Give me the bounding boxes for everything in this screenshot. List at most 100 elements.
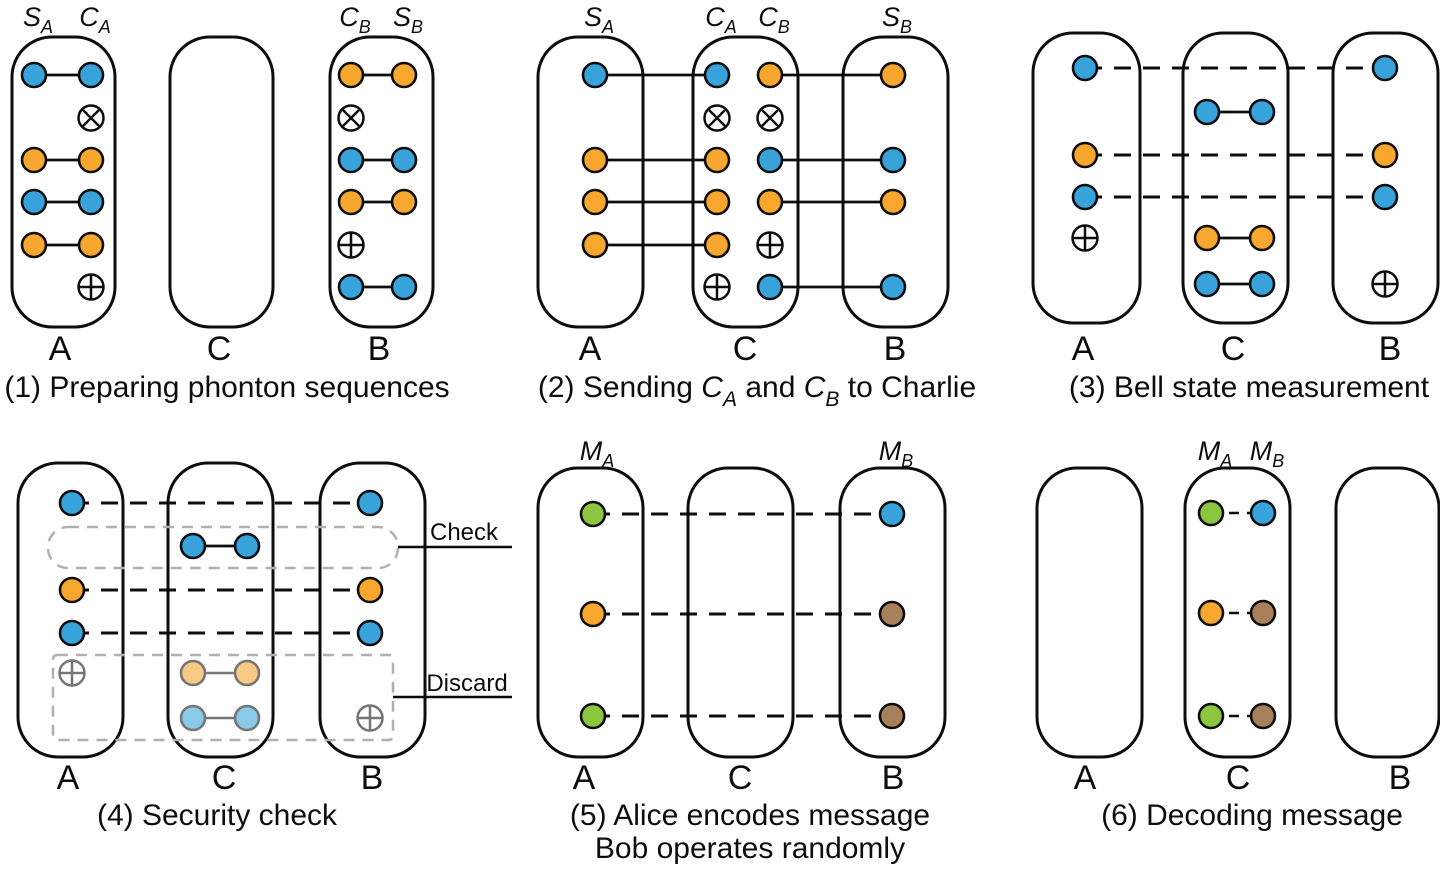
photon-circle (77, 231, 105, 259)
box-label: C (1226, 759, 1251, 797)
photon-circle (77, 61, 105, 89)
box-label: C (207, 330, 232, 368)
photon-circle (77, 146, 105, 174)
box-label: A (1074, 759, 1097, 797)
otimes-icon-diag2 (342, 109, 360, 127)
photon-circle (1071, 54, 1099, 82)
panel-caption: (4) Security check (97, 799, 338, 832)
photon-circle (878, 702, 906, 730)
box-label: B (1389, 759, 1412, 797)
photon-circle (179, 532, 207, 560)
photon-circle (579, 702, 607, 730)
photon-circle (20, 146, 48, 174)
photon-circle (1197, 702, 1225, 730)
photon-circle (356, 619, 384, 647)
box-label: C (728, 759, 753, 797)
box-outline-A (1035, 466, 1144, 759)
box-label: B (884, 330, 907, 368)
photon-circle (703, 61, 731, 89)
column-label: CA (79, 2, 111, 37)
box-outline-A (536, 35, 645, 329)
photon-circle (179, 659, 207, 687)
panel-3: A C B(3) Bell state measurement (1031, 31, 1440, 404)
photon-circle (1249, 599, 1277, 627)
box-outline-C (168, 35, 275, 329)
check-label: Check (430, 519, 499, 546)
column-label: MA (1198, 436, 1233, 471)
column-label: CA (705, 2, 737, 37)
box-label: A (1072, 330, 1095, 368)
panel-caption: (5) Alice encodes message (570, 799, 930, 832)
check-region-outline (46, 525, 400, 570)
photon-circle (1371, 183, 1399, 211)
box-outline-B (1331, 31, 1440, 325)
box-outline-B (318, 461, 427, 759)
photon-circle (58, 489, 86, 517)
discard-label: Discard (426, 670, 507, 697)
column-label: SA (584, 2, 614, 37)
photon-circle (233, 532, 261, 560)
column-label: CB (339, 2, 371, 37)
photon-circle (581, 188, 609, 216)
photon-circle (579, 600, 607, 628)
photon-circle (756, 188, 784, 216)
box-label: B (361, 759, 384, 797)
photon-circle (1193, 270, 1221, 298)
photon-circle (179, 704, 207, 732)
photon-circle (1248, 270, 1276, 298)
photon-circle (581, 146, 609, 174)
box-label: B (1379, 330, 1402, 368)
photon-circle (1249, 499, 1277, 527)
column-label: MA (580, 436, 615, 471)
photon-circle (879, 188, 907, 216)
photon-circle (1248, 224, 1276, 252)
photon-circle (1193, 224, 1221, 252)
photon-circle (58, 619, 86, 647)
photon-circle (1197, 499, 1225, 527)
photon-circle (337, 273, 365, 301)
photon-circle (337, 146, 365, 174)
photon-circle (879, 146, 907, 174)
photon-circle (756, 273, 784, 301)
photon-circle (233, 659, 261, 687)
panel-caption: (1) Preparing phonton sequences (4, 371, 449, 404)
photon-circle (77, 188, 105, 216)
box-label: C (1221, 330, 1246, 368)
panel-caption: (3) Bell state measurement (1069, 371, 1430, 404)
box-outline-A (16, 461, 125, 759)
otimes-icon-diag2 (708, 109, 726, 127)
panel-caption: (6) Decoding message (1101, 799, 1403, 832)
column-label: MB (879, 436, 914, 471)
photon-circle (703, 188, 731, 216)
panel-6: MA MB A C B(6) Decoding message (1035, 436, 1440, 832)
box-label: A (573, 759, 596, 797)
photon-circle (878, 600, 906, 628)
photon-circle (1071, 183, 1099, 211)
box-label: C (733, 330, 758, 368)
box-label: A (579, 330, 602, 368)
column-label: SA (23, 2, 53, 37)
photon-circle (1371, 54, 1399, 82)
photon-circle (756, 146, 784, 174)
photon-circle (756, 61, 784, 89)
box-label: A (49, 330, 72, 368)
photon-circle (879, 61, 907, 89)
photon-circle (390, 188, 418, 216)
otimes-icon-diag2 (761, 109, 779, 127)
photon-circle (337, 61, 365, 89)
photon-circle (581, 61, 609, 89)
photon-circle (1249, 702, 1277, 730)
panel-caption: (2) Sending CA and CB to Charlie (538, 371, 976, 411)
box-label: C (212, 759, 237, 797)
photon-circle (1197, 599, 1225, 627)
column-label: MB (1250, 436, 1285, 471)
photon-circle (58, 576, 86, 604)
box-label: A (57, 759, 80, 797)
column-label: CB (758, 2, 790, 37)
box-outline-A (1031, 31, 1142, 325)
photon-circle (703, 231, 731, 259)
